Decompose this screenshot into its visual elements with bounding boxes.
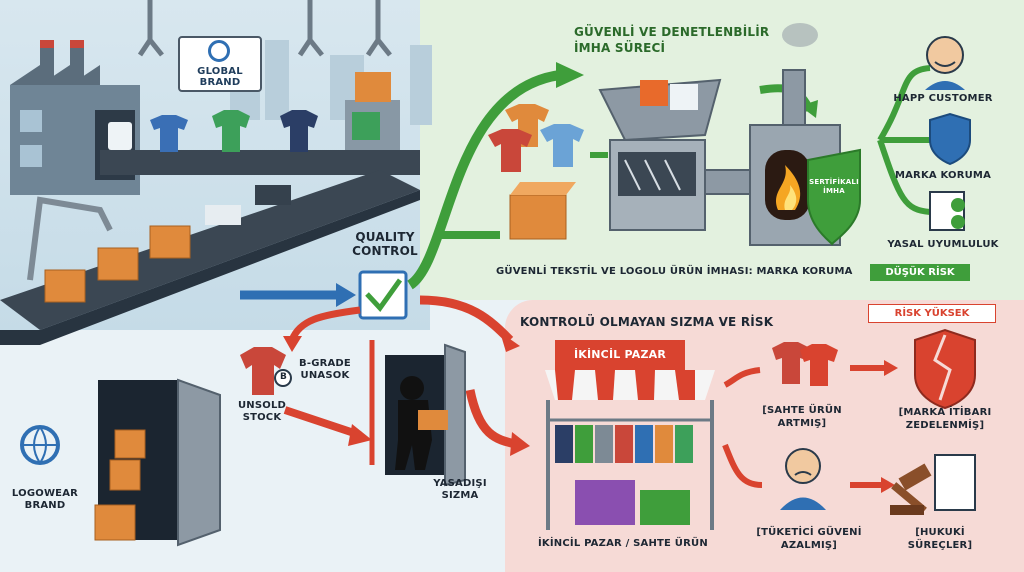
secure-process-title: GÜVENLİ VE DENETLENBİLİR İMHA SÜRECİ bbox=[574, 25, 770, 55]
secondary-market-caption: İKİNCİL PAZAR / SAHTE ÜRÜN bbox=[538, 538, 708, 549]
b-grade-label: B-GRADE UNASOK bbox=[299, 358, 351, 381]
secure-caption: GÜVENLİ TEKSTİL VE LOGOLU ÜRÜN İMHASI: M… bbox=[496, 266, 853, 277]
secondary-market-sign: İKİNCİL PAZAR bbox=[573, 348, 667, 361]
outcome-brand-protection: MARKA KORUMA bbox=[894, 170, 992, 181]
shredder-machine bbox=[598, 78, 722, 231]
quality-control-label: QUALITY CONTROL bbox=[352, 230, 418, 258]
globe-icon bbox=[208, 40, 230, 62]
certified-shield-text: SERTİFİKALI İMHA bbox=[809, 178, 859, 195]
consumer-trust-label: [TÜKETİCİ GÜVENİ AZALMIŞ] bbox=[756, 527, 862, 551]
leak-title: KONTROLÜ OLMAYAN SIZMA VE RİSK bbox=[520, 315, 774, 329]
legal-process-label: [HUKUKİ SÜREÇLER] bbox=[907, 527, 973, 551]
thief-figure bbox=[395, 376, 448, 470]
high-risk-badge: RİSK YÜKSEK bbox=[868, 304, 996, 323]
illegal-leak-label: YASADIŞI SIZMA bbox=[433, 478, 487, 501]
outcome-happy-customer: HAPP CUSTOMER bbox=[893, 93, 993, 104]
market-stall bbox=[545, 340, 715, 530]
reputation-damage-label: [MARKA İTİBARI ZEDELENMİŞ] bbox=[898, 407, 992, 431]
unsold-stock-label: UNSOLD STOCK bbox=[237, 400, 287, 423]
outcome-legal-compliance: YASAL UYUMLULUK bbox=[887, 239, 999, 250]
low-risk-badge: DÜŞÜK RİSK bbox=[870, 264, 970, 281]
b-grade-badge: B bbox=[279, 372, 288, 382]
fake-product-label: [SAHTE ÜRÜN ARTMIŞ] bbox=[762, 405, 842, 429]
logowear-brand-label: LOGOWEAR BRAND bbox=[11, 488, 79, 511]
